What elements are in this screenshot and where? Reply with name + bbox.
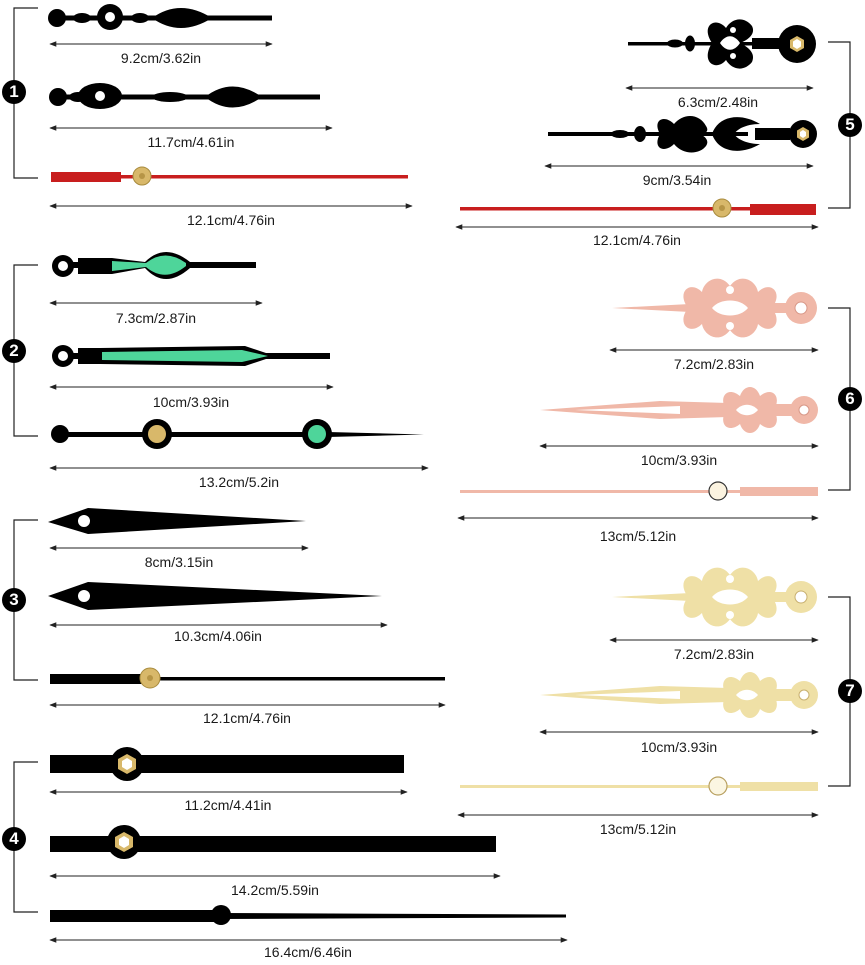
group-4-second-hand [50, 905, 566, 925]
group-6-number-badge: 6 [838, 387, 862, 411]
group-3-minute-hand [48, 582, 382, 610]
group-3-hour-label: 8cm/3.15in [144, 554, 214, 570]
group-2-second-label: 13.2cm/5.2in [198, 474, 280, 490]
group-4-number-badge: 4 [2, 827, 26, 851]
group-5-hour-hand [628, 19, 816, 69]
group-3-number-badge: 3 [2, 588, 26, 612]
group-7-second-hand [460, 776, 818, 796]
group-4-minute-label: 14.2cm/5.59in [231, 882, 319, 898]
group-2-minute-hand [52, 345, 330, 367]
group-1-second-hand [51, 166, 408, 186]
group-2-minute-label: 10cm/3.93in [152, 394, 230, 410]
group-1-minute-hand [49, 83, 320, 109]
group-6-hour-label: 7.2cm/2.83in [673, 356, 755, 372]
group-1-hour-hand [48, 4, 272, 30]
group-2-hour-label: 7.3cm/2.87in [115, 310, 197, 326]
group-5-hour-label: 6.3cm/2.48in [677, 94, 759, 110]
group-6-minute-hand [540, 387, 818, 433]
group-4-hour-hand [50, 747, 404, 781]
group-1-number-badge: 1 [2, 80, 26, 104]
group-3-minute-label: 10.3cm/4.06in [174, 628, 262, 644]
group-1-second-label: 12.1cm/4.76in [187, 212, 275, 228]
group-7-number-badge: 7 [838, 679, 862, 703]
group-1-minute-label: 11.7cm/4.61in [147, 134, 235, 150]
group-6-minute-label: 10cm/3.93in [640, 452, 718, 468]
group-7-minute-label: 10cm/3.93in [640, 739, 718, 755]
group-7-second-label: 13cm/5.12in [599, 821, 677, 837]
group-7-hour-hand [612, 567, 817, 627]
group-5-minute-hand [548, 115, 817, 153]
group-7-minute-hand [540, 672, 818, 718]
group-3-hour-hand [48, 508, 306, 534]
group-1-hour-label: 9.2cm/3.62in [120, 50, 202, 66]
group-2-number-badge: 2 [2, 339, 26, 363]
group-7-hour-label: 7.2cm/2.83in [673, 646, 755, 662]
group-2-second-hand [51, 419, 424, 449]
group-3-second-hand [50, 667, 445, 689]
group-6-second-label: 13cm/5.12in [599, 528, 677, 544]
group-6-hour-hand [612, 278, 817, 338]
group-5-minute-label: 9cm/3.54in [642, 172, 712, 188]
group-5-number-badge: 5 [838, 113, 862, 137]
group-3-second-label: 12.1cm/4.76in [203, 710, 291, 726]
group-2-hour-hand [52, 252, 256, 279]
group-6-second-hand [460, 481, 818, 501]
group-4-hour-label: 11.2cm/4.41in [184, 797, 272, 813]
group-4-minute-hand [50, 825, 496, 859]
group-4-second-label: 16.4cm/6.46in [264, 944, 352, 960]
group-5-second-label: 12.1cm/4.76in [593, 232, 681, 248]
group-5-second-hand [460, 198, 816, 218]
